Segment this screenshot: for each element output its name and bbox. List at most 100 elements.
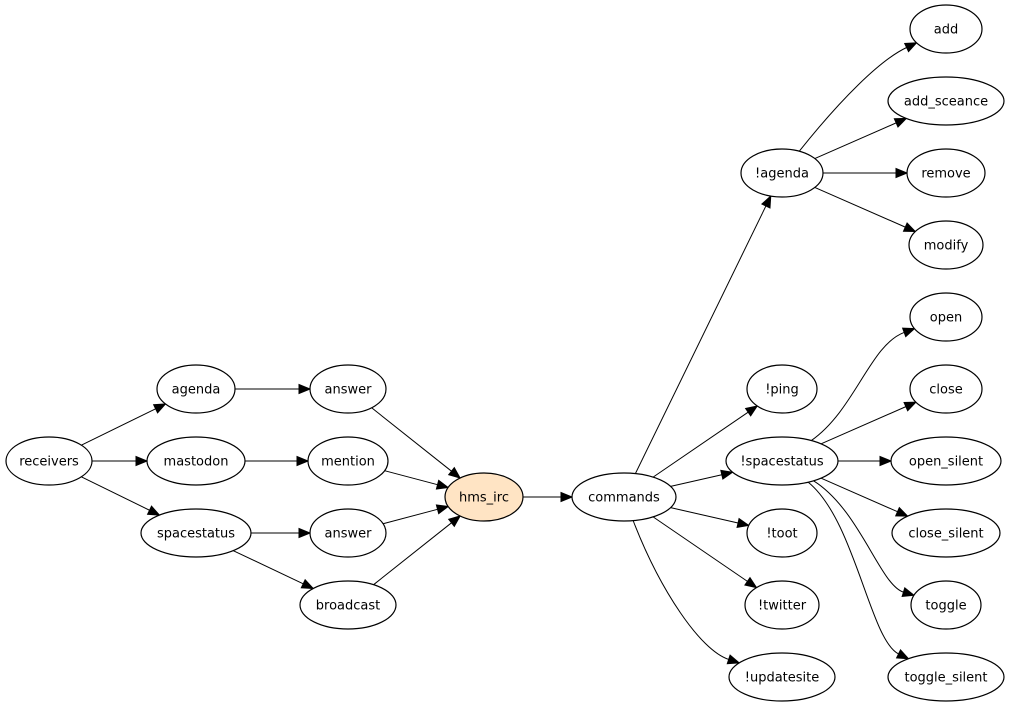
node-shape xyxy=(740,148,824,198)
node-close_silent: close_silent xyxy=(891,508,1001,558)
arrowhead-icon xyxy=(760,194,772,209)
arrowhead-icon xyxy=(895,648,910,660)
node-shape xyxy=(299,580,397,630)
node-label: toggle_silent xyxy=(905,671,988,686)
node-receivers: receivers xyxy=(5,436,93,486)
edge-cmd_spacestatus-to-open_silent xyxy=(838,455,893,467)
node-spacestatus: spacestatus xyxy=(140,508,252,558)
node-label: remove xyxy=(921,167,970,182)
node-label: modify xyxy=(924,239,969,254)
edge-commands-to-cmd_spacestatus xyxy=(670,469,734,487)
node-cmd_spacestatus: !spacestatus xyxy=(725,436,839,486)
node-hms_irc: hms_irc xyxy=(444,472,524,522)
node-label: open_silent xyxy=(909,455,983,470)
edge-line xyxy=(233,550,304,585)
node-shape xyxy=(909,4,983,54)
edge-line xyxy=(820,477,898,513)
edge-line xyxy=(814,122,897,160)
node-label: !toot xyxy=(766,527,797,542)
node-shape xyxy=(744,580,820,630)
edge-spacestatus-to-answer2 xyxy=(251,527,312,539)
node-shape xyxy=(728,652,836,702)
edge-answer1-to-hms_irc xyxy=(371,407,462,479)
arrowhead-icon xyxy=(879,455,893,467)
node-label: spacestatus xyxy=(157,527,235,542)
edge-mention-to-hms_irc xyxy=(384,470,450,490)
arrowhead-icon xyxy=(146,505,161,516)
arrowhead-icon xyxy=(447,466,462,479)
edge-receivers-to-agenda xyxy=(81,403,167,446)
node-cmd_agenda: !agenda xyxy=(740,148,824,198)
node-label: !updatesite xyxy=(745,671,820,686)
edge-line xyxy=(652,411,749,478)
edge-answer2-to-hms_irc xyxy=(382,504,450,525)
node-shape xyxy=(140,508,252,558)
node-broadcast: broadcast xyxy=(299,580,397,630)
arrowhead-icon xyxy=(720,469,734,480)
node-shape xyxy=(746,508,818,558)
edge-line xyxy=(373,522,452,586)
node-shape xyxy=(909,364,983,414)
arrowhead-icon xyxy=(744,576,758,589)
arrowhead-icon xyxy=(296,455,310,467)
node-commands: commands xyxy=(571,472,677,522)
edge-line xyxy=(81,476,150,511)
node-label: receivers xyxy=(19,455,79,470)
node-shape xyxy=(5,436,93,486)
edge-cmd_agenda-to-modify xyxy=(814,186,917,233)
node-toot: !toot xyxy=(746,508,818,558)
node-shape xyxy=(908,220,984,270)
arrowhead-icon xyxy=(736,517,751,528)
node-label: !ping xyxy=(765,383,799,398)
node-label: add_sceance xyxy=(904,95,988,110)
node-label: close_silent xyxy=(908,527,983,542)
arrowhead-icon xyxy=(300,578,315,590)
node-shape xyxy=(906,148,986,198)
node-label: hms_irc xyxy=(459,491,509,506)
node-label: add xyxy=(934,23,958,38)
edge-cmd_agenda-to-add xyxy=(798,42,918,152)
node-label: open xyxy=(930,311,962,326)
edge-mastodon-to-mention xyxy=(245,455,310,467)
edge-commands-to-cmd_agenda xyxy=(634,194,772,474)
node-remove: remove xyxy=(906,148,986,198)
edge-cmd_agenda-to-remove xyxy=(823,167,909,179)
node-shape xyxy=(156,364,236,414)
node-answer1: answer xyxy=(309,364,387,414)
edge-cmd_agenda-to-add_sceance xyxy=(814,117,908,160)
arrowhead-icon xyxy=(903,401,918,412)
node-shape xyxy=(746,364,818,414)
node-label: toggle xyxy=(925,599,966,614)
edge-line xyxy=(810,331,905,441)
arrowhead-icon xyxy=(902,222,917,233)
edge-line xyxy=(632,520,729,660)
nodes-layer: receiversagendamastodonspacestatusanswer… xyxy=(5,4,1005,702)
node-twitter: !twitter xyxy=(744,580,820,630)
node-label: mention xyxy=(321,455,375,470)
arrowhead-icon xyxy=(435,479,450,490)
node-shape xyxy=(891,508,1001,558)
node-label: answer xyxy=(325,527,373,542)
arrowhead-icon xyxy=(560,491,574,503)
arrowhead-icon xyxy=(298,383,312,395)
arrowhead-icon xyxy=(895,167,909,179)
node-shape xyxy=(910,580,982,630)
node-shape xyxy=(309,364,387,414)
node-add_sceance: add_sceance xyxy=(887,76,1005,126)
edge-receivers-to-mastodon xyxy=(92,455,149,467)
arrowhead-icon xyxy=(893,117,908,128)
arrowhead-icon xyxy=(901,327,916,338)
node-shape xyxy=(887,76,1005,126)
edge-cmd_spacestatus-to-close_silent xyxy=(820,477,909,517)
node-label: close xyxy=(929,383,962,398)
edge-commands-to-twitter xyxy=(652,516,758,589)
node-shape xyxy=(909,292,983,342)
arrowhead-icon xyxy=(152,403,167,414)
node-shape xyxy=(725,436,839,486)
arrowhead-icon xyxy=(901,586,916,597)
edge-cmd_spacestatus-to-toggle_silent xyxy=(807,481,910,660)
node-shape xyxy=(444,472,524,522)
arrowhead-icon xyxy=(726,654,741,665)
node-shape xyxy=(887,652,1005,702)
node-mention: mention xyxy=(307,436,389,486)
